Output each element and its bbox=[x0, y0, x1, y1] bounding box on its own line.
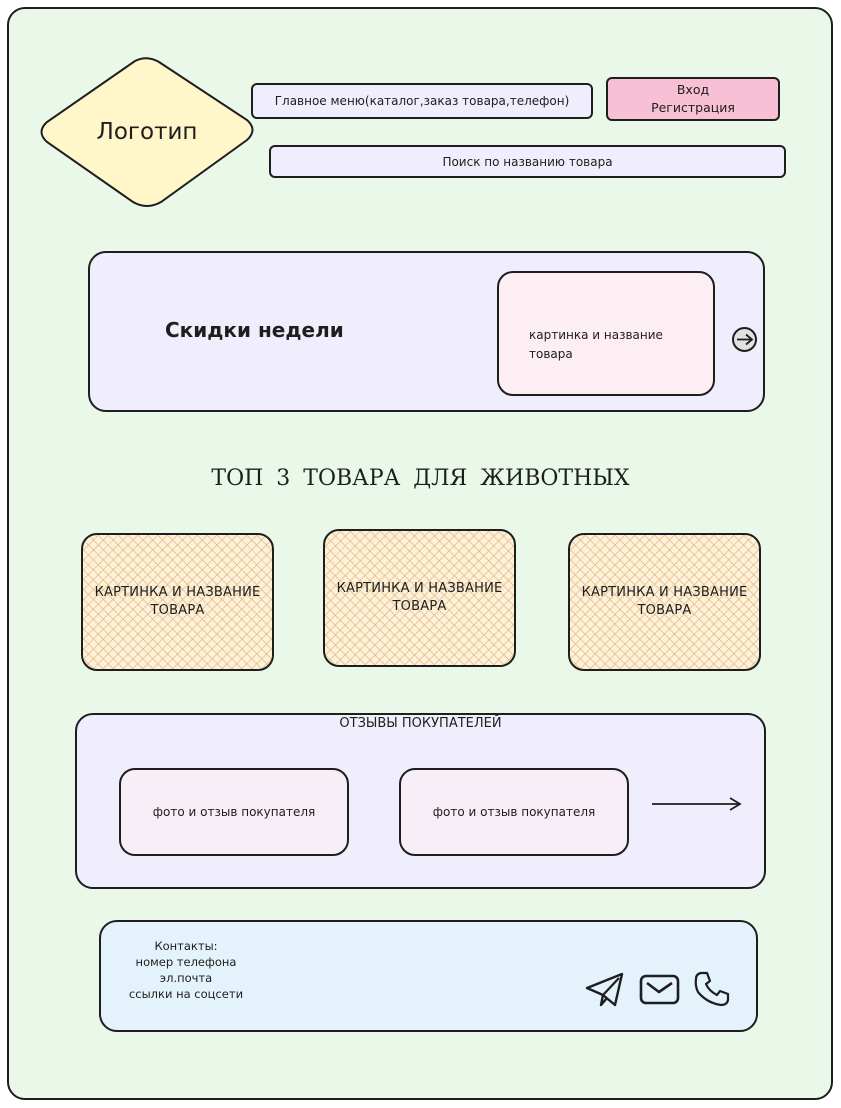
telegram-icon[interactable] bbox=[584, 971, 626, 1009]
mail-icon[interactable] bbox=[639, 973, 681, 1007]
reviews-next-arrow-icon[interactable] bbox=[650, 795, 744, 813]
contacts-email: эл.почта bbox=[159, 971, 213, 985]
logo-shape bbox=[40, 57, 254, 207]
reviews-title: ОТЗЫВЫ ПОКУПАТЕЛЕЙ bbox=[339, 716, 502, 731]
product-card-label: ТОВАРА bbox=[392, 599, 447, 614]
product-card-1[interactable]: КАРТИНКА И НАЗВАНИЕ ТОВАРА bbox=[81, 533, 274, 671]
contacts-block: Контакты: номер телефона эл.почта ссылки… bbox=[110, 938, 262, 1002]
product-card-3[interactable]: КАРТИНКА И НАЗВАНИЕ ТОВАРА bbox=[568, 533, 761, 671]
arrow-right-icon bbox=[737, 333, 754, 346]
login-link[interactable]: Вход bbox=[676, 82, 710, 97]
contacts-social: ссылки на соцсети bbox=[128, 987, 244, 1001]
product-card-label: КАРТИНКА И НАЗВАНИЕ bbox=[94, 585, 261, 600]
logo-label[interactable]: Логотип bbox=[96, 119, 198, 145]
product-card-label: ТОВАРА bbox=[150, 603, 205, 618]
weekly-discounts-title: Скидки недели bbox=[165, 318, 344, 342]
product-card-label: КАРТИНКА И НАЗВАНИЕ bbox=[336, 581, 503, 596]
discount-product-card[interactable] bbox=[497, 271, 715, 396]
product-card-2[interactable]: КАРТИНКА И НАЗВАНИЕ ТОВАРА bbox=[323, 529, 516, 667]
review-card-2[interactable]: фото и отзыв покупателя bbox=[399, 768, 629, 856]
next-arrow-button[interactable] bbox=[732, 327, 757, 352]
review-card-1[interactable]: фото и отзыв покупателя bbox=[119, 768, 349, 856]
phone-icon[interactable] bbox=[693, 970, 731, 1008]
product-card-label: ТОВАРА bbox=[637, 603, 692, 618]
login-register-box[interactable]: Вход Регистрация bbox=[606, 77, 780, 121]
contacts-phone: номер телефона bbox=[135, 955, 237, 969]
search-input[interactable]: Поиск по названию товара bbox=[269, 145, 786, 178]
main-menu[interactable]: Главное меню(каталог,заказ товара,телефо… bbox=[251, 83, 593, 119]
top-products-title: ТОП 3 ТОВАРА ДЛЯ ЖИВОТНЫХ bbox=[211, 466, 630, 491]
product-card-label: КАРТИНКА И НАЗВАНИЕ bbox=[581, 585, 748, 600]
discount-card-label: картинка и название товара bbox=[529, 328, 663, 361]
contacts-title: Контакты: bbox=[154, 939, 218, 953]
register-link[interactable]: Регистрация bbox=[651, 100, 735, 115]
